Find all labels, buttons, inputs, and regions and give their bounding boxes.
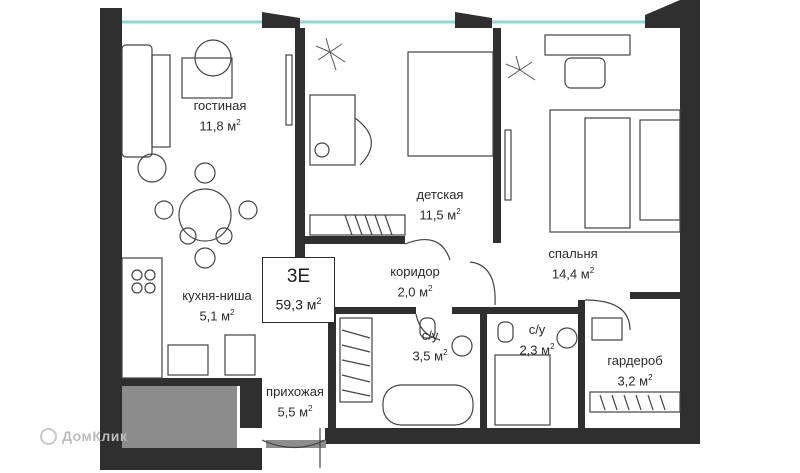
- room-label-kids: детская 11,5 м2: [416, 187, 464, 223]
- apartment-code: 3E: [286, 266, 311, 287]
- room-label-hall: прихожая 5,5 м2: [266, 384, 324, 420]
- furniture: [121, 34, 681, 468]
- plants: [315, 37, 536, 81]
- room-label-bath-2: с/у 2,3 м2: [519, 322, 555, 358]
- apartment-total-area: 59,3 м2: [275, 296, 322, 313]
- room-label-wardrobe: гардероб 3,2 м2: [607, 353, 663, 389]
- apartment-summary-box: 3E 59,3 м2: [262, 257, 335, 323]
- watermark: ДомКлик: [40, 427, 127, 446]
- room-label-living: гостиная 11,8 м2: [193, 98, 247, 134]
- room-label-bath-1: с/у 3,5 м2: [412, 328, 448, 364]
- watermark-logo-icon: [40, 427, 57, 445]
- room-label-bedroom: спальня 14,4 м2: [548, 246, 598, 282]
- room-label-kitchen: кухня-ниша 5,1 м2: [182, 288, 252, 324]
- storage-units: [122, 386, 326, 448]
- walls: [100, 0, 700, 470]
- room-label-corridor: коридор 2,0 м2: [390, 264, 440, 300]
